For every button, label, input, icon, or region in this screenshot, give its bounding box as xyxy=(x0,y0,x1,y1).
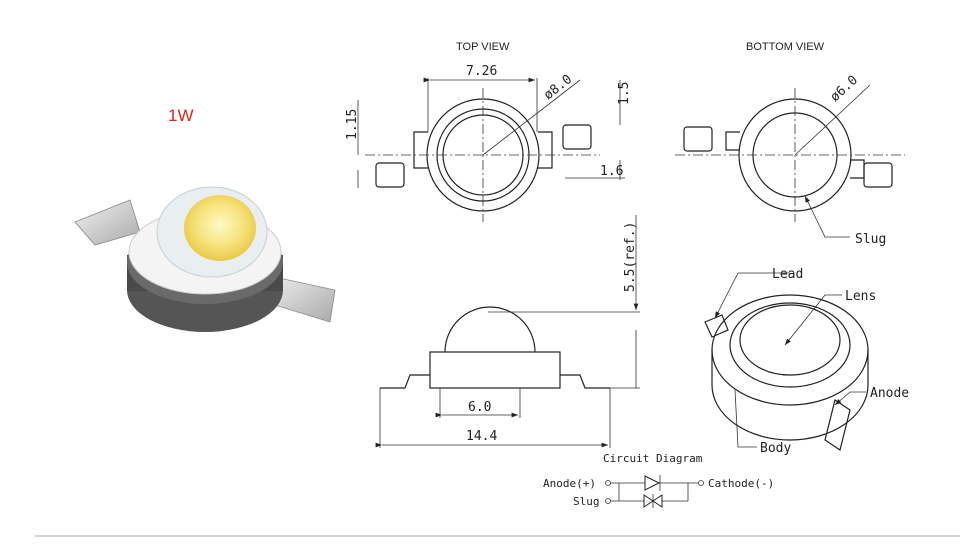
power-label: 1W xyxy=(168,106,194,125)
bottom-diameter-dimension: ø6.0 xyxy=(828,73,861,105)
top-left-height-dimension: 1.15 xyxy=(345,109,360,140)
bottom-view-title: BOTTOM VIEW xyxy=(746,41,825,53)
circuit-cathode-label: Cathode(-) xyxy=(708,477,774,490)
circuit-title: Circuit Diagram xyxy=(603,452,703,465)
top-view-drawing: TOP VIEW 7.26 ø8.0 1.15 1.5 1.6 xyxy=(345,41,632,222)
top-lead-width-dimension: 1.6 xyxy=(600,164,623,179)
side-total-width-dimension: 14.4 xyxy=(466,429,497,444)
top-diameter-dimension: ø8.0 xyxy=(541,72,575,103)
isometric-view-drawing: Lead Lens Anode Body xyxy=(704,267,909,456)
circuit-anode-label: Anode(+) xyxy=(543,477,596,490)
circuit-slug-label: Slug xyxy=(573,495,600,508)
body-label: Body xyxy=(760,441,791,456)
anode-label: Anode xyxy=(870,386,909,401)
side-body-width-dimension: 6.0 xyxy=(468,400,491,415)
top-width-dimension: 7.26 xyxy=(466,64,497,79)
top-right-height-dimension: 1.5 xyxy=(617,82,632,105)
side-view-drawing: 5.5(ref.) 6.0 14.4 xyxy=(375,215,640,448)
circuit-diagram: Circuit Diagram Anode(+) Slug Cathode(-) xyxy=(543,452,774,508)
slug-label: Slug xyxy=(855,232,886,247)
bottom-view-drawing: BOTTOM VIEW ø6.0 Slug xyxy=(675,41,905,247)
lens-label: Lens xyxy=(845,289,876,304)
led-photo xyxy=(74,186,336,332)
lead-label: Lead xyxy=(772,267,803,282)
side-height-dimension: 5.5(ref.) xyxy=(623,222,638,292)
top-view-title: TOP VIEW xyxy=(456,41,510,53)
